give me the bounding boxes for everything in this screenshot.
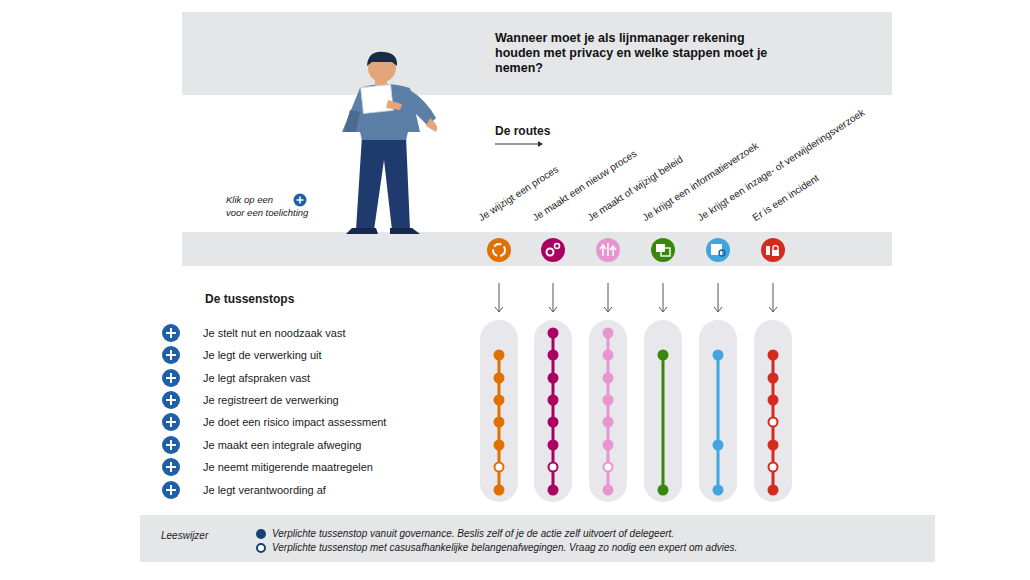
stop-dot xyxy=(494,373,505,384)
optional-stop-dot xyxy=(769,463,778,472)
plus-sign xyxy=(166,350,176,360)
stop-dot xyxy=(658,350,669,361)
plus-button xyxy=(162,436,180,454)
stop-dot xyxy=(494,440,505,451)
plus-button xyxy=(162,391,180,409)
plus-button xyxy=(162,413,180,431)
stop-dot xyxy=(548,485,559,496)
stop-dot xyxy=(548,417,559,428)
stop-dot xyxy=(548,373,559,384)
stop-label: Je stelt nut en noodzaak vast xyxy=(203,326,345,340)
header-panel xyxy=(182,12,892,95)
plus-sign xyxy=(166,417,176,427)
legend-text: Verplichte tussenstop vanuit governance.… xyxy=(272,528,674,540)
arrow-head xyxy=(538,141,543,147)
stop-dot xyxy=(494,485,505,496)
title: Wanneer moet je als lijnmanager rekening… xyxy=(495,31,780,76)
stop-dot xyxy=(603,350,614,361)
stop-dot xyxy=(494,395,505,406)
plus-button xyxy=(162,324,180,342)
stop-dot xyxy=(494,350,505,361)
legend-text: Verplichte tussenstop met casusafhankeli… xyxy=(272,542,737,554)
legend-swatch xyxy=(257,544,265,552)
plus-sign xyxy=(297,197,304,204)
stop-dot xyxy=(548,328,559,339)
stop-label: Je legt de verwerking uit xyxy=(203,348,322,362)
stop-dot xyxy=(548,350,559,361)
hint-text: voor een toelichting xyxy=(226,207,308,219)
optional-stop-dot xyxy=(769,418,778,427)
stop-label: Je neemt mitigerende maatregelen xyxy=(203,460,373,474)
routes-arrow xyxy=(495,144,538,145)
stop-dot xyxy=(768,350,779,361)
section-heading: De routes xyxy=(495,124,550,138)
route-line xyxy=(717,355,720,490)
plus-button xyxy=(294,194,307,207)
stop-dot xyxy=(603,373,614,384)
hint-text: Klik op een xyxy=(226,194,273,206)
stop-dot xyxy=(768,485,779,496)
stop-dot xyxy=(713,440,724,451)
section-heading: De tussenstops xyxy=(205,292,294,306)
plus-button xyxy=(162,458,180,476)
route-label: Je maakt of wijzigt beleid xyxy=(585,153,685,224)
stop-label: Je maakt een integrale afweging xyxy=(203,438,361,452)
plus-sign xyxy=(166,485,176,495)
stop-dot xyxy=(603,440,614,451)
stop-dot xyxy=(603,328,614,339)
stop-dot xyxy=(768,440,779,451)
person-illustration xyxy=(342,52,437,234)
arrow-heads xyxy=(495,307,777,312)
stop-dot xyxy=(548,395,559,406)
legend-panel xyxy=(140,515,935,562)
plus-sign xyxy=(166,328,176,338)
stop-dot xyxy=(548,440,559,451)
stop-dot xyxy=(603,417,614,428)
legend-swatch xyxy=(256,529,266,539)
stop-label: Je legt afspraken vast xyxy=(203,371,310,385)
stop-dot xyxy=(713,485,724,496)
plus-sign xyxy=(166,373,176,383)
stop-dot xyxy=(768,373,779,384)
stop-label: Je legt verantwoording af xyxy=(203,483,326,497)
route-icons xyxy=(487,238,785,262)
plus-button xyxy=(162,481,180,499)
column-pills xyxy=(480,320,792,502)
plus-sign xyxy=(166,440,176,450)
plus-sign xyxy=(166,462,176,472)
stop-dot xyxy=(713,350,724,361)
stop-dot xyxy=(768,395,779,406)
stop-dot xyxy=(603,395,614,406)
routes-bar xyxy=(182,232,892,266)
route-line xyxy=(662,355,665,490)
stop-dot xyxy=(603,485,614,496)
optional-stop-dot xyxy=(549,463,558,472)
stop-dot xyxy=(658,485,669,496)
route-label: Je maakt een nieuw proces xyxy=(530,148,639,224)
stop-dot xyxy=(494,417,505,428)
down-arrows xyxy=(499,283,773,311)
plus-button xyxy=(162,346,180,364)
optional-stop-dot xyxy=(604,463,613,472)
stop-label: Je registreert de verwerking xyxy=(203,393,339,407)
plus-button xyxy=(162,369,180,387)
plus-sign xyxy=(166,395,176,405)
optional-stop-dot xyxy=(495,463,504,472)
legend-title: Leeswijzer xyxy=(161,530,208,542)
stop-label: Je doet een risico impact assessment xyxy=(203,415,386,429)
